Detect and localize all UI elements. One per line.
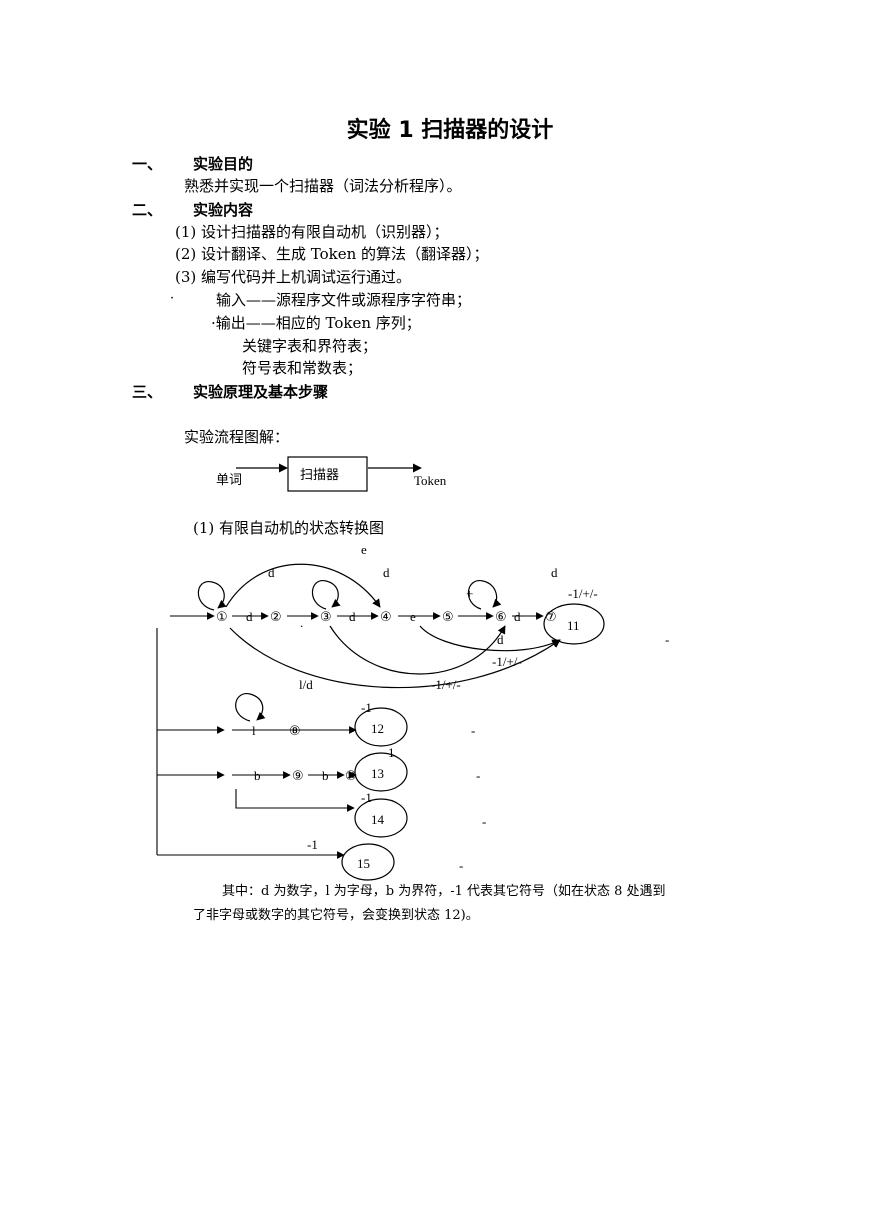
svg-text:d: d [383, 565, 390, 580]
section-heading-principle: 实验原理及基本步骤 [193, 383, 329, 401]
svg-text:-1: -1 [361, 790, 372, 805]
content-item-1: (1) 设计扫描器的有限自动机（识别器）； [175, 223, 449, 241]
flow-box-label: 扫描器 [300, 467, 339, 482]
svg-text:d: d [349, 609, 356, 624]
flow-label: 实验流程图解： [184, 428, 290, 446]
page-title: 实验 1 扫描器的设计 [346, 118, 554, 143]
section-number-1: 一、 [132, 155, 163, 173]
state-14 [354, 798, 408, 838]
content-item-2: (2) 设计翻译、生成 Token 的算法（翻译器）； [175, 245, 489, 263]
state-9: ⑨ [292, 769, 304, 784]
io-output-symbols: 符号表和常数表； [242, 359, 363, 377]
svg-text:l: l [252, 723, 256, 738]
state-14-label: 14 [371, 812, 385, 827]
state-12-label: 12 [371, 721, 384, 736]
state-6: ⑥ [495, 610, 507, 625]
io-input: 输入——源程序文件或源程序字符串； [216, 291, 472, 309]
svg-text:b: b [254, 768, 261, 783]
main-row-arrows [232, 612, 544, 812]
state-10: ⑩ [345, 769, 357, 784]
section-heading-content: 实验内容 [193, 201, 254, 219]
svg-text:-: - [471, 723, 475, 738]
edge-labels: e d d d -1/+/- + d d e d . d - -1/+/- l/… [246, 542, 669, 873]
final-states [341, 603, 605, 881]
state-15-label: 15 [357, 856, 370, 871]
state-1: ① [216, 610, 228, 625]
svg-text:+: + [466, 586, 473, 601]
svg-text:-1/+/-: -1/+/- [431, 677, 461, 692]
content-item-3: (3) 编写代码并上机调试运行通过。 [175, 268, 412, 286]
svg-text:-: - [459, 858, 463, 873]
svg-text:d: d [268, 565, 275, 580]
flow-output-label: Token [414, 473, 447, 488]
svg-text:b: b [322, 768, 329, 783]
svg-text:-1/+/-: -1/+/- [568, 586, 598, 601]
svg-text:e: e [361, 542, 367, 557]
section-number-2: 二、 [132, 201, 163, 219]
svg-text:-: - [482, 814, 486, 829]
purpose-text: 熟悉并实现一个扫描器（词法分析程序）。 [184, 177, 462, 195]
state-3: ③ [320, 610, 332, 625]
self-loops [197, 580, 502, 722]
fsm-caption: (1) 有限自动机的状态转换图 [193, 519, 385, 537]
svg-text:-: - [665, 632, 669, 647]
svg-text:-1: -1 [307, 837, 318, 852]
section-number-3: 三、 [132, 383, 163, 401]
svg-text:1: 1 [388, 745, 395, 760]
io-output: ·输出——相应的 Token 序列； [211, 314, 421, 332]
io-output-keywords: 关键字表和界符表； [242, 337, 378, 355]
state-labels: ① ② ③ ④ ⑤ ⑥ ⑦ ⑧ ⑨ ⑩ [216, 610, 557, 784]
flow-chart: 单词 扫描器 Token [216, 456, 447, 492]
note-line-2: 了非字母或数字的其它符号，会变换到状态 12)。 [193, 908, 479, 923]
state-8: ⑧ [289, 724, 301, 739]
state-11 [543, 603, 605, 645]
svg-text:.: . [300, 615, 303, 630]
svg-text:-1/+/-: -1/+/- [492, 654, 522, 669]
svg-text:-: - [476, 768, 480, 783]
svg-text:l/d: l/d [299, 677, 313, 692]
state-11-label: 11 [567, 618, 580, 633]
note-line-1: 其中：d 为数字，l 为字母，b 为界符，-1 代表其它符号（如在状态 8 处遇… [222, 884, 666, 899]
state-13-label: 13 [371, 766, 384, 781]
state-2: ② [270, 610, 282, 625]
svg-text:e: e [410, 609, 416, 624]
state-5: ⑤ [442, 610, 454, 625]
bullet-dot: · [170, 291, 175, 306]
svg-text:d: d [246, 609, 253, 624]
scanner-box [287, 456, 368, 492]
svg-text:d: d [514, 609, 521, 624]
svg-text:-1: -1 [361, 700, 372, 715]
svg-text:d: d [551, 565, 558, 580]
curved-transitions [225, 563, 561, 689]
section-heading-purpose: 实验目的 [193, 155, 254, 173]
svg-text:d: d [497, 632, 504, 647]
state-7: ⑦ [545, 610, 557, 625]
state-4: ④ [380, 610, 392, 625]
state-15 [341, 843, 395, 881]
flow-input-label: 单词 [216, 472, 242, 487]
fsm-branches [156, 612, 345, 859]
